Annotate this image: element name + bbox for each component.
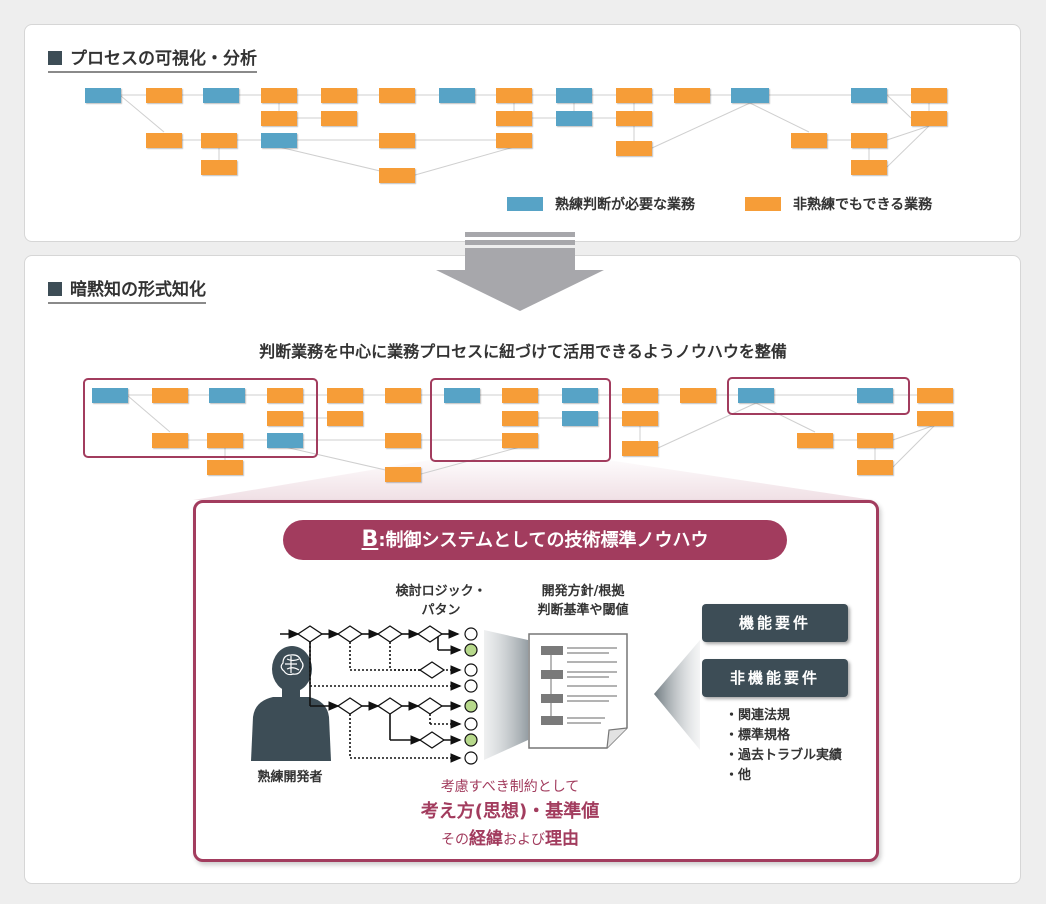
square-bullet-icon: [48, 282, 62, 296]
logic-label: 検討ロジック・ パタン: [395, 584, 487, 618]
process-box-unskilled: [385, 388, 421, 403]
process-box-unskilled: [379, 168, 415, 183]
judgment-group-frame: [430, 378, 611, 462]
process-box-unskilled: [267, 388, 303, 403]
process-box-unskilled: [917, 411, 953, 426]
process-box-skilled: [209, 388, 245, 403]
process-box-unskilled: [379, 88, 415, 103]
process-box-unskilled: [622, 388, 658, 403]
policy-label: 開発方針/根拠 判断基準や閾値: [537, 584, 629, 618]
requirements-list: ・関連法規 ・標準規格 ・過去トラブル実績 ・他: [725, 706, 842, 786]
process-box-skilled: [562, 388, 598, 403]
process-box-skilled: [203, 88, 239, 103]
process-box-unskilled: [321, 88, 357, 103]
functional-requirements-label: 機能要件: [702, 604, 848, 642]
process-box-unskilled: [385, 433, 421, 448]
process-box-unskilled: [267, 411, 303, 426]
process-box-unskilled: [207, 433, 243, 448]
section-title-formalization: 暗黙知の形式知化: [48, 275, 206, 304]
list-item: ・標準規格: [725, 728, 791, 743]
process-box-unskilled: [327, 388, 363, 403]
judgment-group-frame: [83, 378, 318, 458]
process-box-unskilled: [327, 411, 363, 426]
process-box-skilled: [851, 88, 887, 103]
down-arrow-icon: [436, 232, 604, 311]
process-box-skilled: [92, 388, 128, 403]
process-box-unskilled: [502, 388, 538, 403]
process-box-skilled: [85, 88, 121, 103]
process-box-skilled: [556, 88, 592, 103]
process-box-unskilled: [851, 133, 887, 148]
nonfunctional-requirements-label: 非機能要件: [702, 659, 848, 697]
process-box-unskilled: [152, 388, 188, 403]
decision-flowchart-icon: [280, 625, 478, 765]
section-title-visualization: プロセスの可視化・分析: [48, 44, 257, 73]
process-box-unskilled: [496, 88, 532, 103]
process-box-unskilled: [201, 133, 237, 148]
legend-swatch-skilled: [507, 197, 543, 211]
process-box-skilled: [738, 388, 774, 403]
process-box-unskilled: [674, 88, 710, 103]
section-subtitle: 判断業務を中心に業務プロセスに紐づけて活用できるようノウハウを整備: [259, 342, 787, 361]
process-box-unskilled: [857, 460, 893, 475]
process-box-unskilled: [622, 411, 658, 426]
square-bullet-icon: [48, 51, 62, 65]
process-box-unskilled: [496, 111, 532, 126]
process-box-unskilled: [261, 111, 297, 126]
process-box-unskilled: [791, 133, 827, 148]
constraint-caption: 考慮すべき制約として: [440, 779, 580, 795]
constraint-headline: 考え方(思想)・基準値: [420, 801, 600, 822]
process-box-unskilled: [911, 111, 947, 126]
judgment-group-frame: [727, 377, 910, 415]
person-with-brain-icon: [251, 646, 331, 761]
process-box-skilled: [261, 133, 297, 148]
process-box-skilled: [439, 88, 475, 103]
process-box-unskilled: [911, 88, 947, 103]
process-box-unskilled: [616, 88, 652, 103]
process-box-skilled: [556, 111, 592, 126]
process-box-unskilled: [385, 467, 421, 482]
process-box-unskilled: [496, 133, 532, 148]
process-box-unskilled: [201, 160, 237, 175]
legend-unskilled: 非熟練でもできる業務: [745, 194, 932, 214]
process-box-unskilled: [379, 133, 415, 148]
process-box-skilled: [444, 388, 480, 403]
list-item: ・過去トラブル実績: [725, 748, 843, 763]
process-box-unskilled: [917, 388, 953, 403]
process-box-skilled: [267, 433, 303, 448]
process-box-unskilled: [616, 141, 652, 156]
person-label: 熟練開発者: [257, 770, 323, 785]
process-box-unskilled: [797, 433, 833, 448]
process-box-unskilled: [680, 388, 716, 403]
legend-swatch-unskilled: [745, 197, 781, 211]
process-box-unskilled: [502, 411, 538, 426]
process-box-unskilled: [851, 160, 887, 175]
process-box-skilled: [562, 411, 598, 426]
process-box-unskilled: [857, 433, 893, 448]
process-box-unskilled: [321, 111, 357, 126]
process-box-unskilled: [502, 433, 538, 448]
process-box-skilled: [731, 88, 769, 103]
process-box-unskilled: [152, 433, 188, 448]
list-item: ・他: [725, 768, 752, 783]
legend-skilled: 熟練判断が必要な業務: [507, 194, 695, 214]
process-box-unskilled: [207, 460, 243, 475]
knowhow-badge: B:制御システムとしての技術標準ノウハウ: [283, 520, 787, 560]
list-item: ・関連法規: [725, 708, 791, 723]
process-box-unskilled: [616, 111, 652, 126]
process-box-unskilled: [146, 133, 182, 148]
process-box-unskilled: [622, 441, 658, 456]
process-box-unskilled: [261, 88, 297, 103]
document-icon: [528, 633, 628, 749]
constraint-reason: その経緯および理由: [441, 829, 579, 849]
process-box-unskilled: [146, 88, 182, 103]
process-box-skilled: [857, 388, 893, 403]
